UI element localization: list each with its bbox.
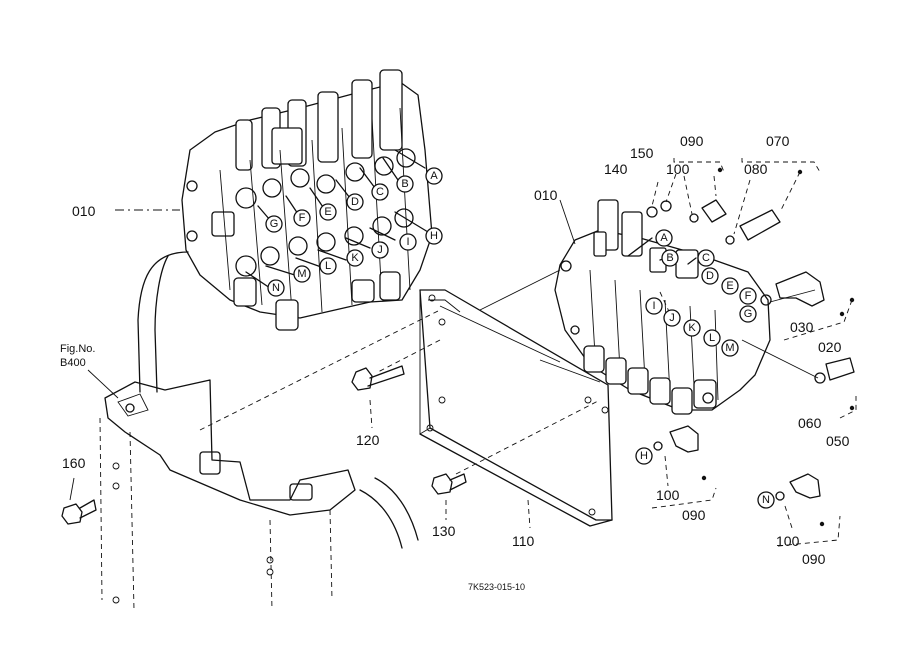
part-label-100-bottom: 100 xyxy=(776,533,800,549)
fitting-020-030 xyxy=(760,271,825,307)
port-label-h-right: H xyxy=(640,450,648,462)
bracket-plate xyxy=(419,289,613,527)
port-label-l-right: L xyxy=(709,332,715,344)
port-label-c-right: C xyxy=(702,252,710,264)
port-label-d-left: D xyxy=(351,196,359,208)
port-label-k-right: K xyxy=(688,322,696,334)
bolt-160 xyxy=(61,499,97,525)
port-callouts-right: A B C D E F G H I J K L M N xyxy=(635,229,775,509)
part-label-010-left: 010 xyxy=(72,203,96,219)
part-label-140: 140 xyxy=(604,161,628,177)
port-label-i-right: I xyxy=(652,300,655,312)
port-label-h-left: H xyxy=(430,230,438,242)
part-label-020: 020 xyxy=(818,339,842,355)
hydraulic-pipe xyxy=(137,251,419,549)
bolt-130 xyxy=(431,473,467,495)
port-label-g-left: G xyxy=(270,218,279,230)
port-label-b-right: B xyxy=(666,252,673,264)
port-label-n-right: N xyxy=(762,494,770,506)
fitting-050-060 xyxy=(814,357,855,384)
part-label-100-mid: 100 xyxy=(656,487,680,503)
part-label-110: 110 xyxy=(512,533,535,549)
group-brackets xyxy=(651,158,857,547)
part-label-090-top: 090 xyxy=(680,133,704,149)
fitting-080 xyxy=(725,209,781,245)
part-number-labels: 010 010 140 150 090 100 070 080 030 020 … xyxy=(60,133,850,592)
port-label-m-right: M xyxy=(725,342,734,354)
part-label-050: 050 xyxy=(826,433,850,449)
port-callouts-left: A B C D E F G H I J K L M N xyxy=(265,167,443,297)
port-label-g-right: G xyxy=(744,308,753,320)
port-label-a-right: A xyxy=(660,232,668,244)
part-label-090-bottom: 090 xyxy=(802,551,826,567)
end-dots xyxy=(701,167,855,527)
part-label-070: 070 xyxy=(766,133,790,149)
part-label-060: 060 xyxy=(798,415,822,431)
part-label-010-right: 010 xyxy=(534,187,558,203)
port-label-j-right: J xyxy=(669,312,675,324)
port-label-b-left: B xyxy=(401,178,408,190)
bolt-120 xyxy=(351,365,405,391)
mounting-frame xyxy=(99,379,356,611)
control-valve-left xyxy=(181,69,433,331)
part-label-030: 030 xyxy=(790,319,814,335)
port-label-c-left: C xyxy=(376,186,384,198)
fitting-140-150 xyxy=(646,200,672,218)
part-label-160: 160 xyxy=(62,455,86,471)
figure-reference-line2: B400 xyxy=(60,357,86,369)
leader-lines xyxy=(69,171,819,529)
part-label-080: 080 xyxy=(744,161,768,177)
port-label-m-left: M xyxy=(297,268,306,280)
part-label-100-top: 100 xyxy=(666,161,690,177)
part-label-150: 150 xyxy=(630,145,654,161)
port-label-f-left: F xyxy=(299,212,306,224)
figure-reference-line1: Fig.No. xyxy=(60,343,95,355)
port-label-j-left: J xyxy=(377,244,383,256)
port-label-e-right: E xyxy=(726,280,733,292)
fitting-090-mid xyxy=(653,425,699,453)
port-label-f-right: F xyxy=(745,290,752,302)
port-label-k-left: K xyxy=(351,252,359,264)
port-label-n-left: N xyxy=(272,282,280,294)
port-label-l-left: L xyxy=(325,260,331,272)
port-label-e-left: E xyxy=(324,206,331,218)
port-label-d-right: D xyxy=(706,270,714,282)
fitting-090-top xyxy=(689,199,727,223)
drawing-code: 7K523-015-10 xyxy=(468,582,525,592)
port-label-i-left: I xyxy=(406,236,409,248)
port-label-a-left: A xyxy=(430,170,438,182)
part-label-090-mid: 090 xyxy=(682,507,706,523)
fitting-090-bottom xyxy=(775,473,821,501)
part-label-120: 120 xyxy=(356,432,380,448)
part-label-130: 130 xyxy=(432,523,456,539)
